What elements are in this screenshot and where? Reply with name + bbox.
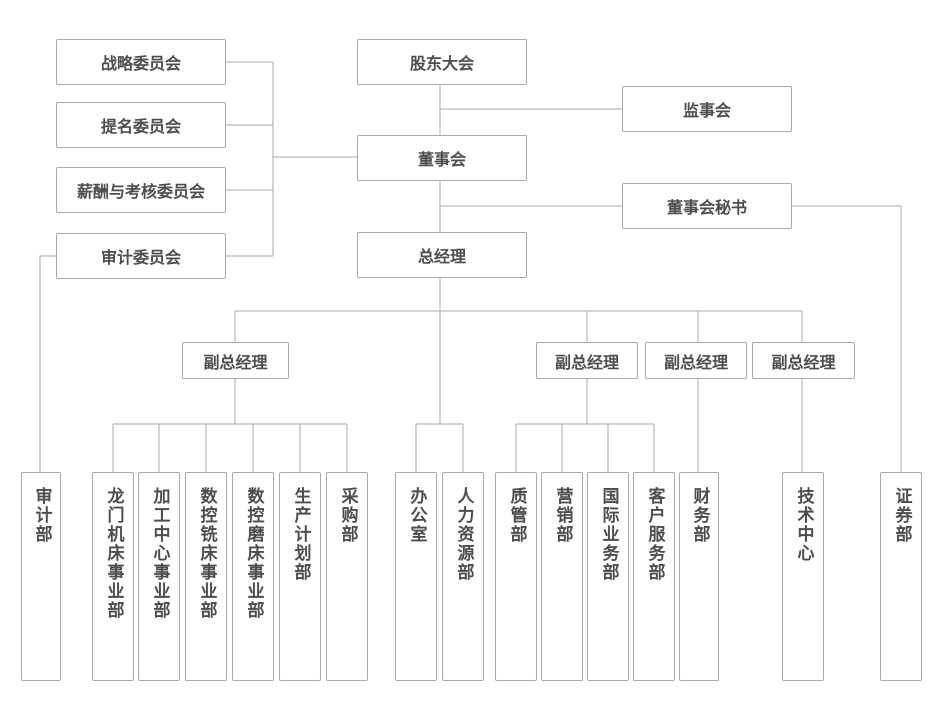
deputy-gm-label: 副总经理 [554, 352, 619, 372]
deputy-gm-label: 副总经理 [663, 352, 728, 372]
board-secretary-label: 董事会秘书 [666, 198, 747, 217]
general-manager-label: 总经理 [417, 247, 466, 266]
dept-label: 人力资源部 [453, 487, 474, 582]
strategy-committee-box[interactable]: 战略委员会 [56, 39, 226, 85]
dept-label: 数控磨床事业部 [243, 487, 264, 620]
dept-label: 国际业务部 [598, 487, 619, 582]
nomination-committee-box[interactable]: 提名委员会 [56, 102, 226, 148]
audit-committee-box[interactable]: 审计委员会 [56, 233, 226, 279]
dept-label: 数控铣床事业部 [196, 487, 217, 620]
dept-production-planning[interactable]: 生产计划部 [279, 472, 321, 681]
compensation-committee-label: 薪酬与考核委员会 [76, 182, 205, 201]
deputy-gm-box[interactable]: 副总经理 [182, 342, 289, 379]
dept-customer-service[interactable]: 客户服务部 [633, 472, 675, 681]
dept-label: 技术中心 [793, 487, 814, 563]
dept-label: 办公室 [406, 487, 427, 544]
shareholders-meeting-box[interactable]: 股东大会 [357, 39, 527, 85]
dept-label: 审计部 [31, 487, 52, 544]
dept-cnc-grinding[interactable]: 数控磨床事业部 [232, 472, 274, 681]
dept-label: 质管部 [506, 487, 527, 544]
board-of-directors-box[interactable]: 董事会 [357, 135, 527, 181]
dept-marketing[interactable]: 营销部 [541, 472, 583, 681]
dept-human-resources[interactable]: 人力资源部 [442, 472, 484, 681]
dept-finance[interactable]: 财务部 [679, 472, 719, 681]
compensation-committee-box[interactable]: 薪酬与考核委员会 [56, 167, 226, 213]
dept-quality[interactable]: 质管部 [495, 472, 537, 681]
dept-gantry-machine[interactable]: 龙门机床事业部 [92, 472, 134, 681]
strategy-committee-label: 战略委员会 [100, 54, 181, 73]
deputy-gm-box[interactable]: 副总经理 [752, 342, 855, 379]
audit-committee-label: 审计委员会 [100, 248, 181, 267]
board-of-directors-label: 董事会 [417, 150, 466, 169]
supervisory-board-label: 监事会 [682, 101, 731, 120]
deputy-gm-label: 副总经理 [771, 352, 836, 372]
general-manager-box[interactable]: 总经理 [357, 232, 527, 278]
dept-label: 生产计划部 [290, 487, 311, 582]
dept-label: 采购部 [337, 487, 358, 544]
shareholders-meeting-label: 股东大会 [409, 54, 474, 73]
dept-label: 证券部 [891, 487, 912, 544]
deputy-gm-box[interactable]: 副总经理 [645, 342, 747, 379]
board-secretary-box[interactable]: 董事会秘书 [622, 183, 792, 229]
dept-machining-center[interactable]: 加工中心事业部 [138, 472, 180, 681]
dept-tech-center[interactable]: 技术中心 [782, 472, 824, 681]
dept-label: 加工中心事业部 [149, 487, 170, 620]
dept-label: 财务部 [689, 487, 710, 544]
dept-procurement[interactable]: 采购部 [326, 472, 368, 681]
dept-label: 营销部 [552, 487, 573, 544]
nomination-committee-label: 提名委员会 [100, 117, 181, 136]
dept-label: 龙门机床事业部 [103, 487, 124, 620]
dept-securities[interactable]: 证券部 [880, 472, 922, 681]
dept-audit[interactable]: 审计部 [21, 472, 61, 681]
dept-label: 客户服务部 [644, 487, 665, 582]
dept-office[interactable]: 办公室 [395, 472, 437, 681]
dept-cnc-milling[interactable]: 数控铣床事业部 [185, 472, 227, 681]
dept-international-business[interactable]: 国际业务部 [587, 472, 629, 681]
supervisory-board-box[interactable]: 监事会 [622, 86, 792, 132]
deputy-gm-box[interactable]: 副总经理 [536, 342, 638, 379]
deputy-gm-label: 副总经理 [203, 352, 268, 372]
